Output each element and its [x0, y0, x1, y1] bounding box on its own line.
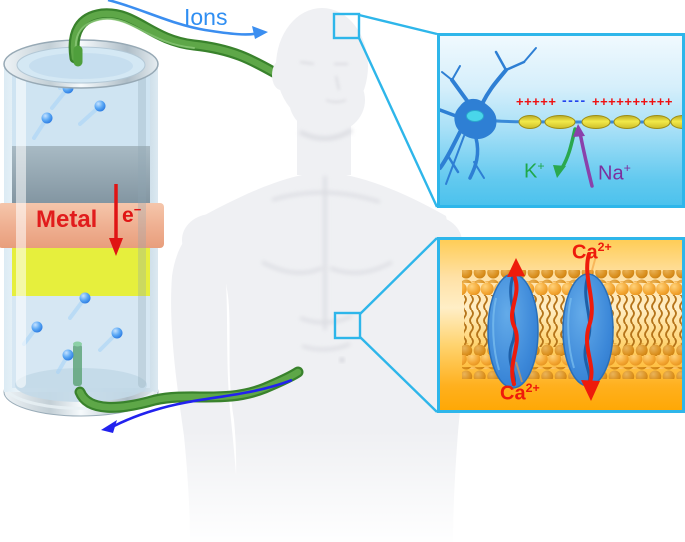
membrane-charges-left: +++++	[516, 94, 557, 109]
bottom-pipe-opening	[73, 341, 82, 347]
human-body-silhouette	[150, 8, 490, 542]
potassium-arrow	[553, 127, 577, 178]
potassium-label: K+	[524, 160, 545, 182]
metal-band	[0, 203, 164, 248]
neuron-graphic	[440, 47, 682, 188]
calcium-sup: 2+	[525, 381, 540, 395]
battery-top-liquid-surface	[29, 53, 133, 79]
body-face-features	[299, 61, 348, 103]
sodium-arrow	[573, 124, 594, 188]
calcium-connectors	[515, 255, 597, 383]
membrane-graphic	[462, 252, 682, 401]
potassium-base: K	[524, 160, 538, 183]
potassium-sup: +	[537, 159, 545, 173]
bottom-pipe-stub	[73, 344, 82, 386]
calcium-channel-left	[487, 273, 539, 389]
neuron-panel: +++++ ---- ++++++++++ K+ Na+	[437, 33, 685, 208]
calcium-arrow-up	[507, 258, 525, 386]
electron-base: e	[122, 204, 134, 227]
calcium-sup: 2+	[597, 240, 612, 254]
body-navel	[339, 357, 345, 363]
electron-label: e−	[122, 203, 141, 226]
body-bottom-fade	[150, 430, 490, 542]
myelin-sheath	[518, 115, 682, 129]
zoom-callout-brain	[332, 12, 439, 208]
membrane-charges-middle: ----	[562, 92, 587, 108]
electrode-gray-band	[12, 146, 150, 203]
ions-arrow-bottom	[101, 378, 293, 433]
metal-label: Metal	[36, 206, 98, 233]
sodium-label: Na+	[598, 162, 631, 184]
dendrites	[440, 47, 537, 185]
calcium-label-bottom: Ca2+	[500, 382, 540, 404]
membrane-charges-right: ++++++++++	[592, 94, 673, 109]
zoom-callout-abdomen	[333, 237, 438, 413]
glass-shade-right	[138, 70, 146, 388]
membrane-panel: Ca2+ Ca2+	[437, 237, 685, 413]
body-shading	[261, 128, 393, 351]
sodium-sup: +	[623, 161, 631, 175]
calcium-arrow-down	[581, 252, 600, 401]
ion-balls-bottom	[22, 292, 123, 374]
nucleus	[466, 110, 484, 122]
separator-yellow-band	[12, 248, 150, 296]
ions-label: Ions	[184, 4, 228, 30]
body-ear	[272, 60, 290, 90]
metal-ion-battery	[0, 39, 164, 417]
ion-flow-tube-top	[68, 8, 294, 86]
calcium-base: Ca	[572, 241, 598, 264]
electron-sup: −	[133, 202, 142, 217]
ion-flow-tube-bottom	[74, 366, 304, 413]
glass-highlight-left	[16, 70, 26, 388]
electron-flow-arrow	[109, 184, 123, 256]
ions-arrow-top	[107, 0, 268, 39]
sodium-base: Na	[598, 162, 624, 185]
calcium-base: Ca	[500, 382, 526, 405]
calcium-label-top: Ca2+	[572, 241, 612, 263]
